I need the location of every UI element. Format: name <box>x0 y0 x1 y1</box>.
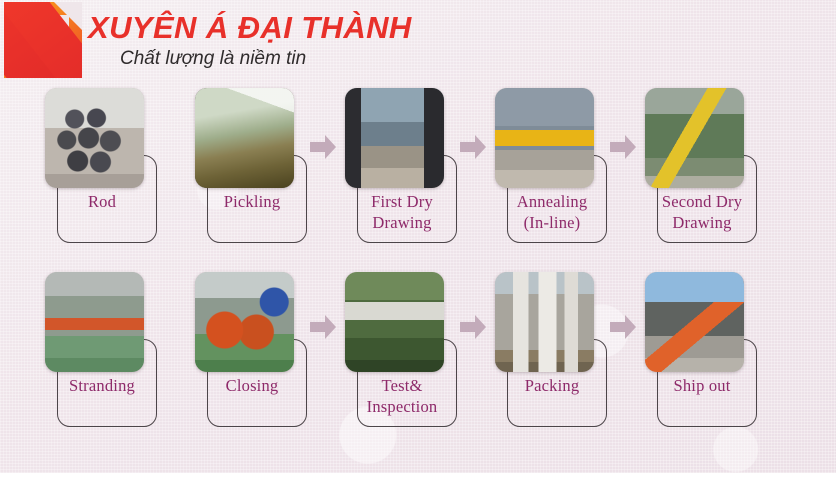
flow-step-test-inspection[interactable]: Test& Inspection <box>345 272 505 432</box>
arrow-right-icon <box>608 133 638 161</box>
flow-step-annealing[interactable]: Annealing (In-line) <box>495 88 655 248</box>
test-inspection-photo <box>345 272 444 372</box>
flow-step-ship-out[interactable]: Ship out <box>645 272 805 432</box>
ship-out-photo <box>645 272 744 372</box>
arrow-right-icon <box>608 313 638 341</box>
step-label-line1: Packing <box>524 376 580 395</box>
step-label: Ship out <box>639 375 765 396</box>
closing-photo <box>195 272 294 372</box>
arrow-right-icon <box>308 133 338 161</box>
arrow-right-icon <box>308 313 338 341</box>
flow-step-second-dry-drawing[interactable]: Second Dry Drawing <box>645 88 805 248</box>
brand-tagline: Chất lượng là niềm tin <box>120 48 307 69</box>
step-label: Test& Inspection <box>339 375 465 417</box>
second-dry-drawing-photo <box>645 88 744 188</box>
step-label-line2: (In-line) <box>523 213 581 233</box>
step-label-line1: Pickling <box>223 192 281 211</box>
flow-step-closing[interactable]: Closing <box>195 272 355 432</box>
step-label-line2: Inspection <box>366 397 438 417</box>
page-title: XUYÊN Á ĐẠI THÀNH <box>88 10 412 45</box>
step-label: First Dry Drawing <box>339 191 465 233</box>
packing-photo <box>495 272 594 372</box>
step-label: Annealing (In-line) <box>489 191 615 233</box>
arrow-right-icon <box>458 133 488 161</box>
step-label: Closing <box>189 375 315 396</box>
step-label-line1: Rod <box>87 192 117 211</box>
step-label-line2: Drawing <box>372 213 432 233</box>
first-dry-drawing-photo <box>345 88 444 188</box>
flow-step-rod[interactable]: Rod <box>45 88 205 248</box>
step-label: Second Dry Drawing <box>639 191 765 233</box>
step-label-line1: Ship out <box>673 376 731 395</box>
rod-photo <box>45 88 144 188</box>
step-label-line1: First Dry <box>371 192 433 211</box>
stranding-photo <box>45 272 144 372</box>
step-label-line1: Annealing <box>516 192 588 211</box>
step-label-line1: Closing <box>225 376 279 395</box>
pickling-photo <box>195 88 294 188</box>
step-label: Pickling <box>189 191 315 212</box>
step-label: Rod <box>39 191 165 212</box>
step-label-line2: Drawing <box>672 213 732 233</box>
arrow-right-icon <box>458 313 488 341</box>
flow-step-pickling[interactable]: Pickling <box>195 88 355 248</box>
step-label-line1: Stranding <box>69 376 135 395</box>
flow-step-packing[interactable]: Packing <box>495 272 655 432</box>
flow-step-stranding[interactable]: Stranding <box>45 272 205 432</box>
step-label-line1: Test& <box>381 376 423 395</box>
step-label: Stranding <box>39 375 165 396</box>
xadt-logo-icon <box>4 2 82 78</box>
step-label: Packing <box>489 375 615 396</box>
slide-header: XUYÊN Á ĐẠI THÀNH Chất lượng là niềm tin <box>0 0 836 82</box>
step-label-line1: Second Dry <box>661 192 743 211</box>
annealing-photo <box>495 88 594 188</box>
flow-step-first-dry-drawing[interactable]: First Dry Drawing <box>345 88 505 248</box>
